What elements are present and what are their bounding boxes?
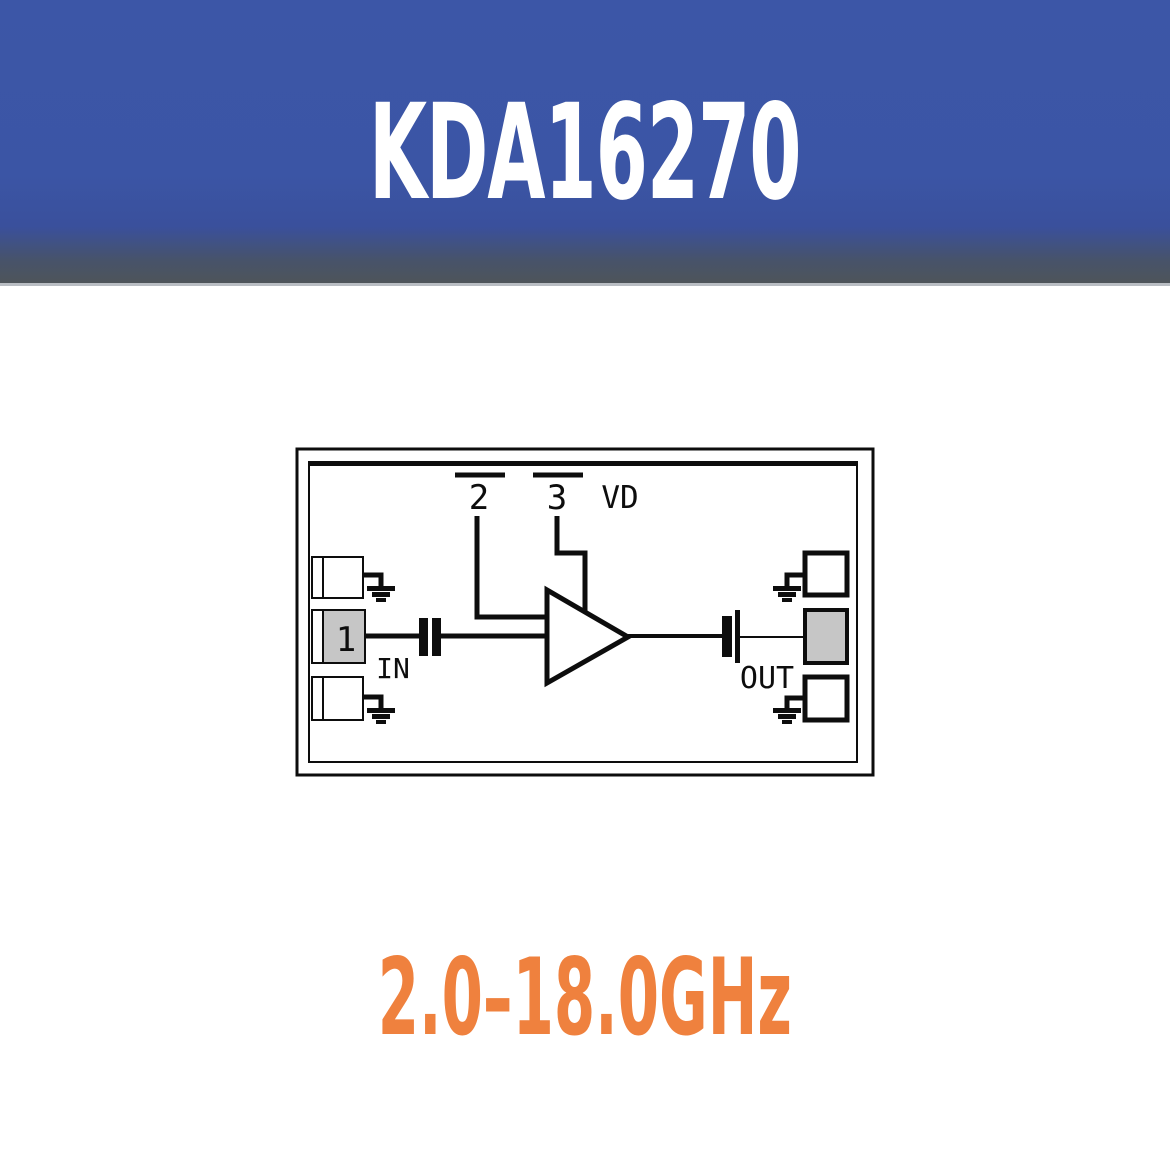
output-pad (803, 608, 849, 665)
input-ground-pad-top (311, 556, 364, 599)
output-ground-pad-bottom (802, 674, 850, 723)
ground-icon-bottom-right (773, 695, 805, 724)
frequency-range: 2.0–18.0GHz (0, 938, 1170, 1058)
out-label: OUT (740, 661, 794, 696)
product-title: KDA16270 (369, 75, 802, 230)
input-pad-1: 1 (311, 609, 366, 664)
input-ground-pad-bottom (311, 676, 364, 721)
output-capacitor-icon (722, 610, 740, 663)
frequency-range-label: 2.0–18.0GHz (377, 936, 793, 1059)
ground-icon-top-right (773, 572, 805, 602)
ground-icon-top-left (363, 572, 395, 602)
in-label: IN (376, 652, 410, 685)
output-ground-pad-top (802, 550, 850, 598)
pin2-label: 2 (469, 478, 489, 518)
pin3-label: 3 (547, 478, 567, 518)
pin2-trace (474, 516, 547, 620)
schematic-diagram: 2 3 VD 1 (290, 440, 890, 790)
pin1-label: 1 (336, 620, 356, 660)
pin3-trace (554, 516, 588, 612)
vd-label: VD (601, 480, 638, 516)
input-capacitor-icon (419, 618, 441, 656)
amplifier-triangle-icon (544, 585, 634, 688)
ground-icon-bottom-left (363, 694, 395, 724)
header-banner: KDA16270 (0, 0, 1170, 286)
schematic-svg: 2 3 VD 1 (295, 447, 875, 777)
